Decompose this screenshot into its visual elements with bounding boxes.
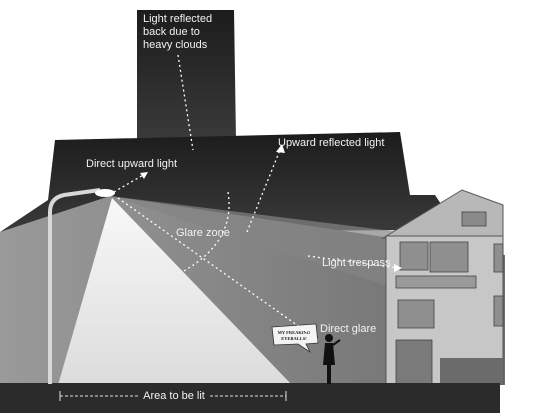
useful-light-label: Useful light — [92, 284, 142, 295]
area-label-background — [139, 388, 209, 402]
direct-upward-label: Direct upward light — [86, 158, 177, 170]
sky-glow-label-line: Light reflected — [143, 13, 212, 25]
speech-bubble: MY FREAKING EYEBALLS! — [271, 323, 319, 354]
arrowheads — [140, 144, 402, 272]
person — [323, 334, 341, 384]
person-body — [323, 343, 335, 384]
house-window — [397, 299, 435, 329]
arrowhead — [276, 144, 285, 153]
person-arm — [332, 339, 341, 346]
light-trespass-label: Light trespass — [322, 257, 391, 269]
house-window — [493, 243, 504, 273]
house — [381, 189, 504, 385]
person-head — [325, 334, 333, 342]
direct-glare-label: Direct glare — [320, 323, 376, 335]
direct-glare-path — [117, 197, 319, 341]
area-to-be-lit-label: Area to be lit — [143, 390, 205, 402]
house-door — [395, 339, 433, 385]
house-window — [493, 295, 504, 327]
area-dimension: Area to be lit — [59, 388, 287, 402]
light-trespass-path — [307, 255, 399, 269]
light-paths — [113, 54, 399, 341]
glare-zone-arc — [181, 191, 230, 273]
useful-light-cone — [58, 198, 292, 385]
glare-zone-label: Glare zone — [176, 227, 230, 239]
house-window — [461, 211, 487, 227]
cloud-tower — [137, 10, 236, 140]
arrowhead — [140, 172, 148, 179]
house-fence — [440, 358, 503, 384]
lamp-pole — [48, 188, 101, 384]
house-window — [399, 241, 429, 271]
ground — [0, 383, 500, 413]
speech-bubble-line: MY FREAKING — [278, 330, 311, 335]
street-lamp — [48, 188, 115, 384]
light-trespass-beam — [110, 196, 400, 290]
arrowhead — [394, 264, 402, 272]
house-window — [429, 241, 469, 273]
direct-upward-path — [113, 173, 146, 193]
lamp-head — [95, 189, 115, 197]
speech-bubble-line: EYEBALLS! — [281, 336, 307, 341]
house-balcony — [395, 275, 477, 289]
sky-glow-label-line: heavy clouds — [143, 39, 208, 51]
sky-reflection-path — [177, 54, 194, 151]
speech-bubble-shape — [271, 323, 319, 354]
sky-glow-label-line: back due to — [143, 26, 200, 38]
upward-reflected-label: Upward reflected light — [278, 137, 384, 149]
